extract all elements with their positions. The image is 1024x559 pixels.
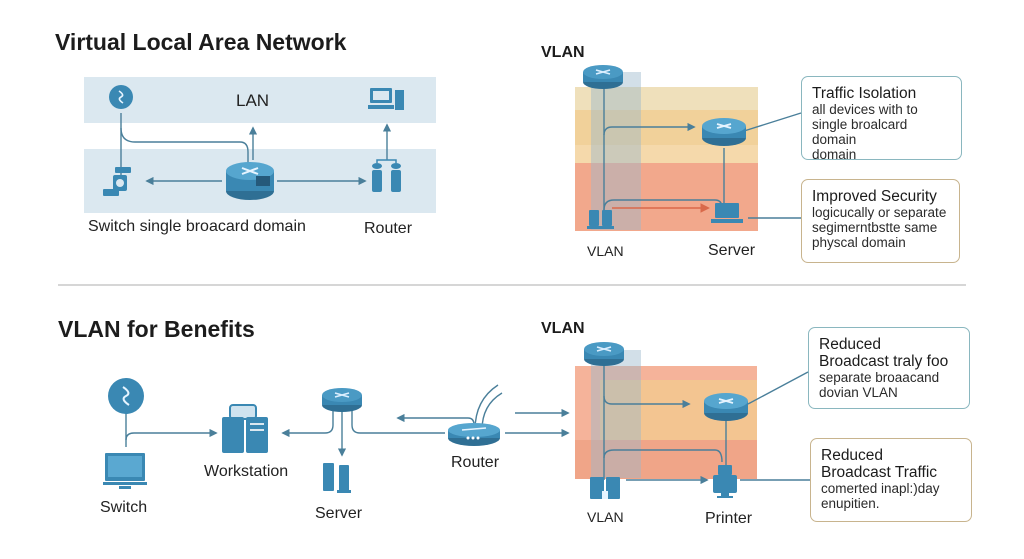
- card-line: segimerntbstte same: [812, 220, 938, 235]
- desktop-computer-icon: [368, 88, 404, 110]
- switch-label: Switch: [100, 499, 148, 516]
- router-icon: [582, 64, 624, 90]
- wireless-router-icon: [448, 423, 500, 446]
- card-line: single broalcard domain: [812, 117, 908, 147]
- section-title-benefits: VLAN for Benefits: [58, 316, 255, 342]
- section-divider: [58, 284, 966, 286]
- arrow-switch-to-workstation: [125, 428, 218, 441]
- printer-label: Printer: [705, 510, 753, 527]
- vlan-label-bottom: VLAN: [587, 509, 624, 525]
- vlan-label-top: VLAN: [587, 243, 624, 259]
- router-icon: [321, 387, 363, 413]
- card-title-2: Broadcast Traffic: [821, 464, 938, 481]
- server-label-top: Server: [708, 242, 756, 259]
- core-router-icon: [704, 393, 748, 421]
- vlan-trunk-column-bottom: [591, 350, 641, 478]
- arrow-trunk-to-core-bottom: [603, 395, 691, 409]
- connector-sync-to-router: [120, 127, 249, 165]
- workstation-label: Workstation: [204, 463, 289, 480]
- server-pair-icon: [323, 463, 351, 493]
- card-title: Reduced: [819, 336, 882, 353]
- card-line: physcal domain: [812, 235, 906, 250]
- connector-core-to-card-1: [743, 112, 802, 132]
- server-pair-icon: [587, 210, 614, 229]
- vlan-trunk-column: [591, 72, 641, 230]
- router-icon: [226, 162, 274, 200]
- monitor-icon: [103, 453, 147, 489]
- card-title: Traffic Isolation: [812, 85, 917, 102]
- workstation-icon: [222, 404, 268, 453]
- card-line: separate broaacand: [819, 370, 940, 385]
- vlan-top-connectors: [603, 85, 802, 219]
- arrow-trunk-to-core: [603, 122, 696, 136]
- sync-icon: [109, 85, 133, 109]
- core-router-icon: [702, 118, 746, 146]
- card-line: dovian VLAN: [819, 385, 898, 400]
- router-label: Router: [451, 454, 500, 471]
- printer-icon: [713, 465, 737, 498]
- lan-caption-switch: Switch single broacard domain: [88, 218, 306, 235]
- benefit-card-traffic-isolation: Traffic Isolation all devices with to si…: [801, 76, 962, 162]
- card-title: Improved Security: [812, 188, 937, 205]
- benefit-card-reduced-broadcast-2: Reduced Broadcast Traffic comerted inapl…: [810, 438, 972, 522]
- vlan-heading-top: VLAN: [541, 44, 585, 61]
- card-line: logicucally or separate: [812, 205, 947, 220]
- server-pair-icon: [372, 159, 401, 192]
- card-title: Reduced: [821, 447, 884, 464]
- laptop-icon: [711, 203, 743, 223]
- arrow-core-to-workstation: [281, 406, 334, 438]
- lan-caption-router: Router: [364, 220, 413, 237]
- card-line: domain: [812, 147, 857, 162]
- sync-icon: [108, 378, 144, 414]
- card-line: comerted inapl:)day: [821, 481, 940, 496]
- card-line: all devices with to: [812, 102, 918, 117]
- server-label: Server: [315, 505, 363, 522]
- vlan-bottom-connectors: [603, 360, 810, 485]
- benefit-card-reduced-broadcast-1: Reduced Broadcast traly foo separate bro…: [808, 327, 970, 409]
- vlan-heading-bottom: VLAN: [541, 320, 585, 337]
- workstation-icon: [590, 477, 620, 499]
- card-line: enupitien.: [821, 496, 880, 511]
- switch-cluster-icon: [103, 167, 131, 196]
- card-title-2: Broadcast traly foo: [819, 353, 949, 370]
- connector-core-to-card-3: [747, 371, 809, 405]
- router-icon: [583, 341, 625, 367]
- section-title-vlan: Virtual Local Area Network: [55, 29, 347, 55]
- lan-label: LAN: [236, 91, 270, 110]
- benefit-card-improved-security: Improved Security logicucally or separat…: [801, 179, 960, 263]
